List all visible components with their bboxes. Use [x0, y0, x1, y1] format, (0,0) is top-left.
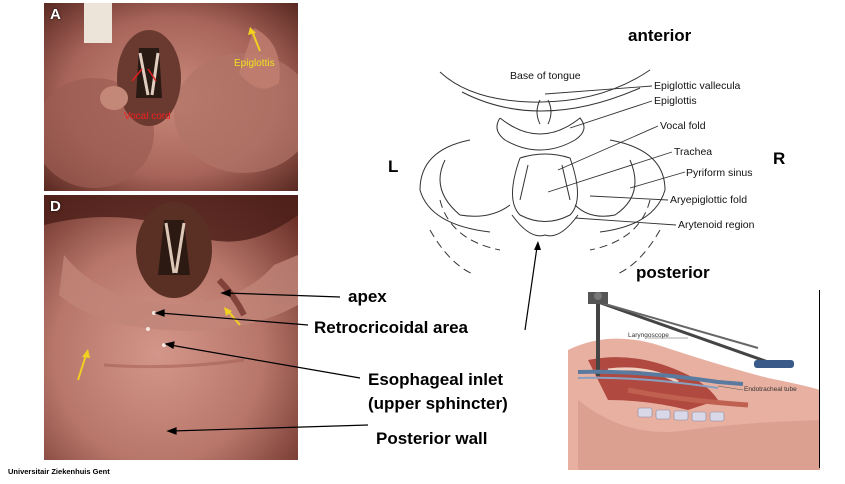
leader-epiglottis: [569, 100, 653, 129]
posterior-dash-left: [439, 199, 501, 251]
photo-d-image: [44, 195, 298, 460]
laryngoscopy-image: [568, 290, 820, 470]
tongue-inner: [461, 87, 641, 112]
vocal-fold-left: [519, 164, 529, 201]
posterior-dash-right: [589, 199, 651, 251]
aryepiglottic-fold-label: Aryepiglottic fold: [670, 194, 748, 206]
trachea-label: Trachea: [674, 146, 713, 158]
epiglottis-label: Epiglottis: [654, 95, 697, 107]
esophageal-inlet-label: Esophageal inlet: [368, 370, 504, 389]
photo-a-letter: A: [50, 6, 61, 23]
photo-a-image: [44, 3, 298, 191]
endoscopy-photo-d: D: [44, 195, 298, 460]
laryngoscope-label: Laryngoscope: [628, 332, 669, 339]
vocal-fold-label: Vocal fold: [660, 120, 706, 132]
leader-epiglottic-vallecula: [544, 85, 653, 95]
endoscopy-photo-a: A Epiglottis Vocal cord: [44, 3, 298, 191]
posterior-label: posterior: [636, 263, 710, 282]
right-label: R: [773, 149, 786, 168]
posterior-wall-pointer: [171, 424, 369, 432]
posterior-dash-left-2: [429, 229, 476, 276]
apex-label: apex: [348, 287, 387, 306]
glottis-outline: [512, 153, 578, 222]
leader-aryepiglottic: [589, 195, 669, 201]
retrocricoidal-label: Retrocricoidal area: [314, 318, 469, 337]
pyriform-sinus-label: Pyriform sinus: [686, 167, 753, 179]
posterior-dash-right-2: [614, 229, 661, 276]
posterior-wall-label: Posterior wall: [376, 429, 488, 448]
upper-sphincter-label: (upper sphincter): [368, 394, 508, 413]
institution-footer: Universitair Ziekenhuis Gent: [8, 467, 110, 476]
left-inner-arc: [439, 159, 511, 217]
right-inner-arc: [574, 159, 636, 217]
arytenoid-outline: [511, 214, 579, 237]
leader-pyriform: [629, 171, 686, 189]
esophageal-pointer: [169, 344, 361, 379]
tongue-outline: [439, 69, 651, 103]
arytenoid-region-label: Arytenoid region: [678, 219, 755, 231]
vocal-cord-photo-label: Vocal cord: [124, 111, 171, 122]
leader-arytenoid: [574, 217, 677, 226]
base-of-tongue-label: Base of tongue: [510, 70, 581, 82]
vocal-fold-right: [561, 164, 571, 201]
vallecula-right: [547, 99, 552, 125]
left-label: L: [388, 157, 399, 176]
epiglottis-photo-label: Epiglottis: [234, 58, 275, 69]
retrocricoidal-pointer: [159, 312, 309, 326]
illustration-border-line: [819, 290, 820, 468]
laryngoscopy-illustration: Laryngoscope Endotracheal tube: [568, 290, 820, 470]
epiglottic-vallecula-label: Epiglottic vallecula: [654, 80, 741, 92]
left-outer-arc: [419, 139, 491, 233]
retrocricoidal-diagram-arrow: [524, 246, 538, 331]
anterior-label: anterior: [628, 26, 692, 45]
photo-d-letter: D: [50, 198, 61, 215]
right-outer-arc: [599, 139, 666, 233]
leader-vocal-fold: [557, 125, 659, 171]
vallecula-left: [536, 99, 541, 125]
epiglottis-outline: [496, 117, 585, 151]
leader-trachea: [547, 151, 673, 193]
apex-pointer: [225, 292, 341, 298]
endotracheal-tube-label: Endotracheal tube: [744, 386, 797, 393]
